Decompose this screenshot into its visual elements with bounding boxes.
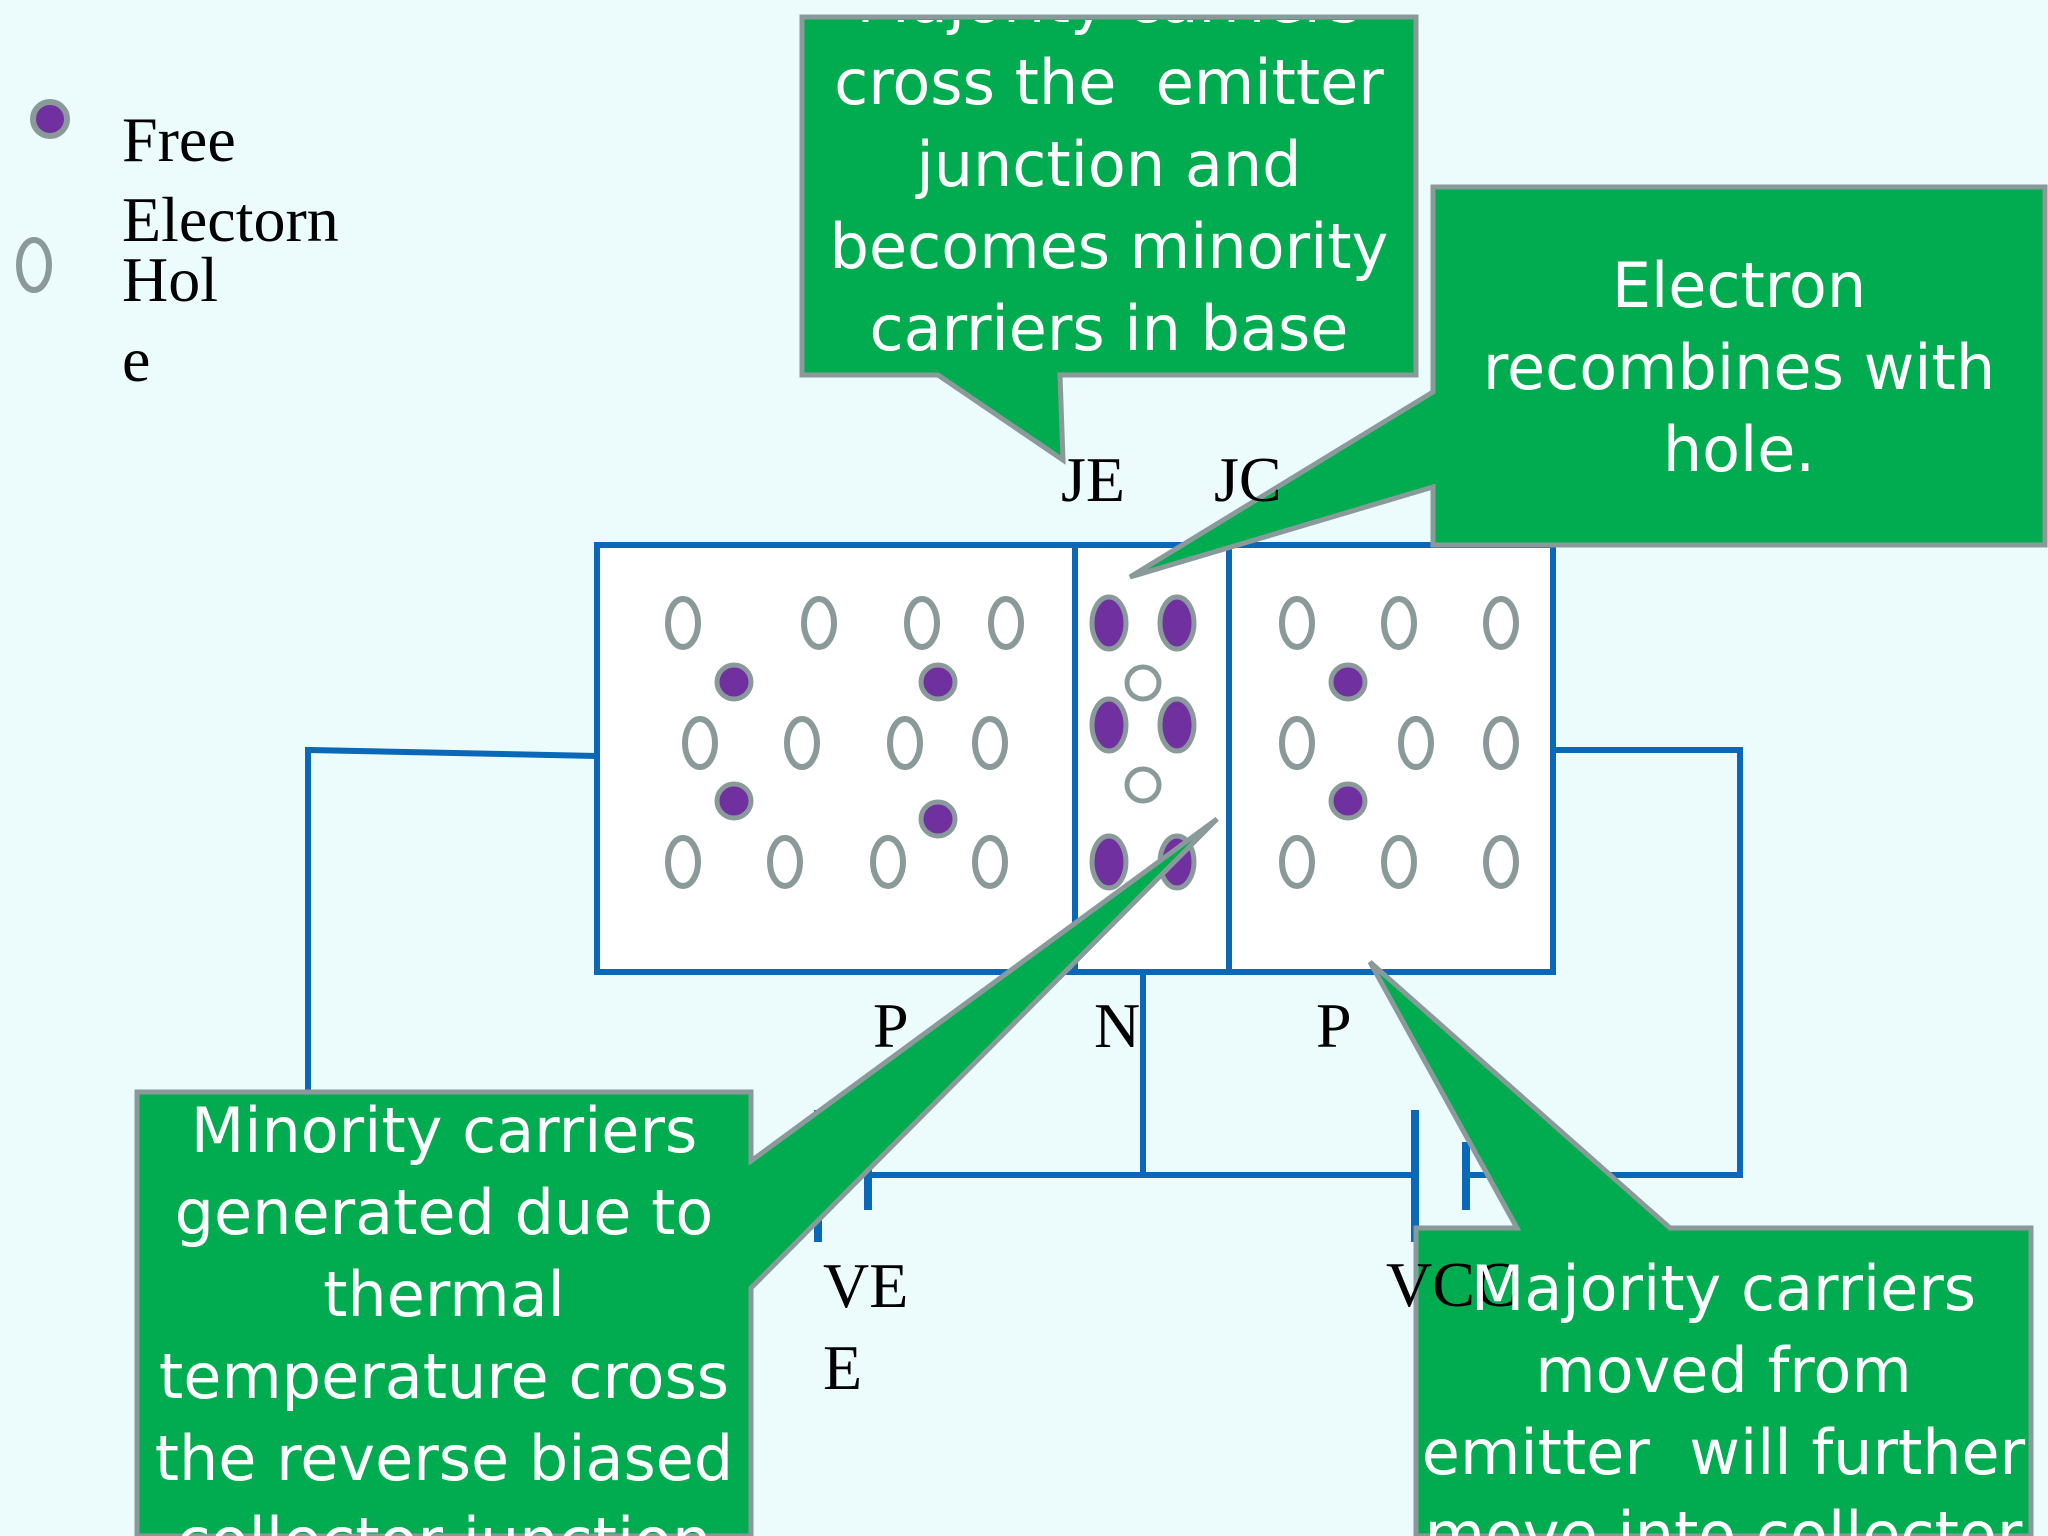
callout-shapes [134, 14, 2048, 1536]
emitter-holes [665, 596, 1024, 889]
callout-top-label: Majority carriers cross the emitter junc… [829, 20, 1389, 365]
legend-free-electron-label: Free Electorn [122, 104, 339, 255]
base-region-carriers [1089, 594, 1197, 891]
collector-region-carriers [1279, 596, 1519, 889]
emitter-region-carriers [665, 596, 1024, 889]
callout-right-shape [1128, 184, 2048, 580]
callout-bottom-left-shape [134, 816, 1219, 1536]
collector-holes [1279, 596, 1519, 889]
n-base-label: N [1094, 990, 1141, 1061]
callout-bottom-left-text: Minority carriers generated due to therm… [137, 1090, 751, 1536]
callout-right-text: Electron recombines with hole. [1433, 245, 2045, 495]
vcc-battery [1411, 1110, 1470, 1242]
callout-bottom-right-shape [1367, 960, 2034, 1536]
callout-right-label: Electron recombines with hole. [1482, 249, 1996, 486]
ve-label: VE E [823, 1250, 909, 1403]
callout-top-text: Majority carriers cross the emitter junc… [802, 20, 1416, 372]
p-emitter-label: P [873, 990, 909, 1061]
base-electrons [1089, 594, 1197, 891]
legend-hole-icon [16, 237, 52, 293]
base-holes [1124, 664, 1162, 804]
callout-bottom-left-label: Minority carriers generated due to therm… [154, 1094, 734, 1536]
callout-bottom-right-label: Majority carriers moved from emitter wil… [1421, 1252, 2026, 1536]
callout-bottom-right-text: Majority carriers moved from emitter wil… [1416, 1248, 2031, 1536]
jc-label: JC [1214, 444, 1282, 515]
je-label: JE [1061, 444, 1125, 515]
callout-top-shape [799, 14, 1419, 465]
transistor-block [594, 542, 1556, 975]
collector-electrons [1328, 662, 1368, 821]
legend-hole-label: Hol e [122, 244, 218, 395]
p-collector-label: P [1316, 990, 1352, 1061]
vcc-label: VCC [1386, 1249, 1518, 1320]
emitter-electrons [714, 662, 958, 839]
legend-electron-icon [30, 99, 70, 139]
